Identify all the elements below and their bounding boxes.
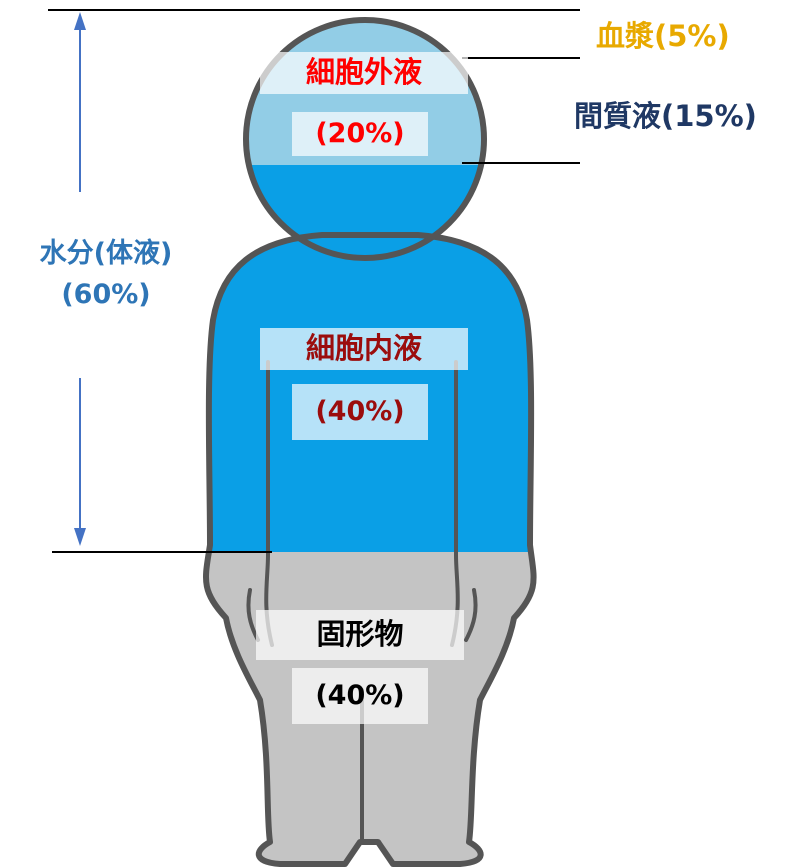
- intracellular-label-bg: [260, 328, 468, 370]
- arrow-head-up: [74, 12, 86, 30]
- intracellular-name: 細胞内液: [305, 331, 422, 365]
- extracellular-percent: (20%): [315, 118, 405, 149]
- plasma-label: 血漿(5%): [596, 19, 730, 53]
- intracellular-pct-bg: [292, 384, 428, 440]
- extracellular-label-bg: [260, 52, 468, 94]
- intracellular-percent: (40%): [315, 396, 405, 427]
- arrow-head-down: [74, 528, 86, 546]
- interstitial-label: 間質液(15%): [574, 99, 757, 133]
- body-water-name: 水分(体液): [39, 238, 173, 269]
- body-water-label: 水分(体液) (60%): [6, 240, 206, 308]
- head-outline: [243, 17, 487, 261]
- body-outline: [202, 232, 537, 867]
- solids-name: 固形物: [316, 617, 404, 651]
- callout-lines: [48, 9, 580, 553]
- solids-pct-bg: [292, 668, 428, 724]
- extracellular-name: 細胞外液: [305, 55, 422, 89]
- body-water-percent: (60%): [61, 279, 151, 310]
- solids-label-bg: [256, 610, 464, 660]
- body-water-span-arrow: [74, 12, 86, 546]
- label-backdrops: [256, 52, 468, 724]
- extracellular-pct-bg: [292, 112, 428, 156]
- solids-percent: (40%): [315, 680, 405, 711]
- figure-outline: [202, 17, 537, 867]
